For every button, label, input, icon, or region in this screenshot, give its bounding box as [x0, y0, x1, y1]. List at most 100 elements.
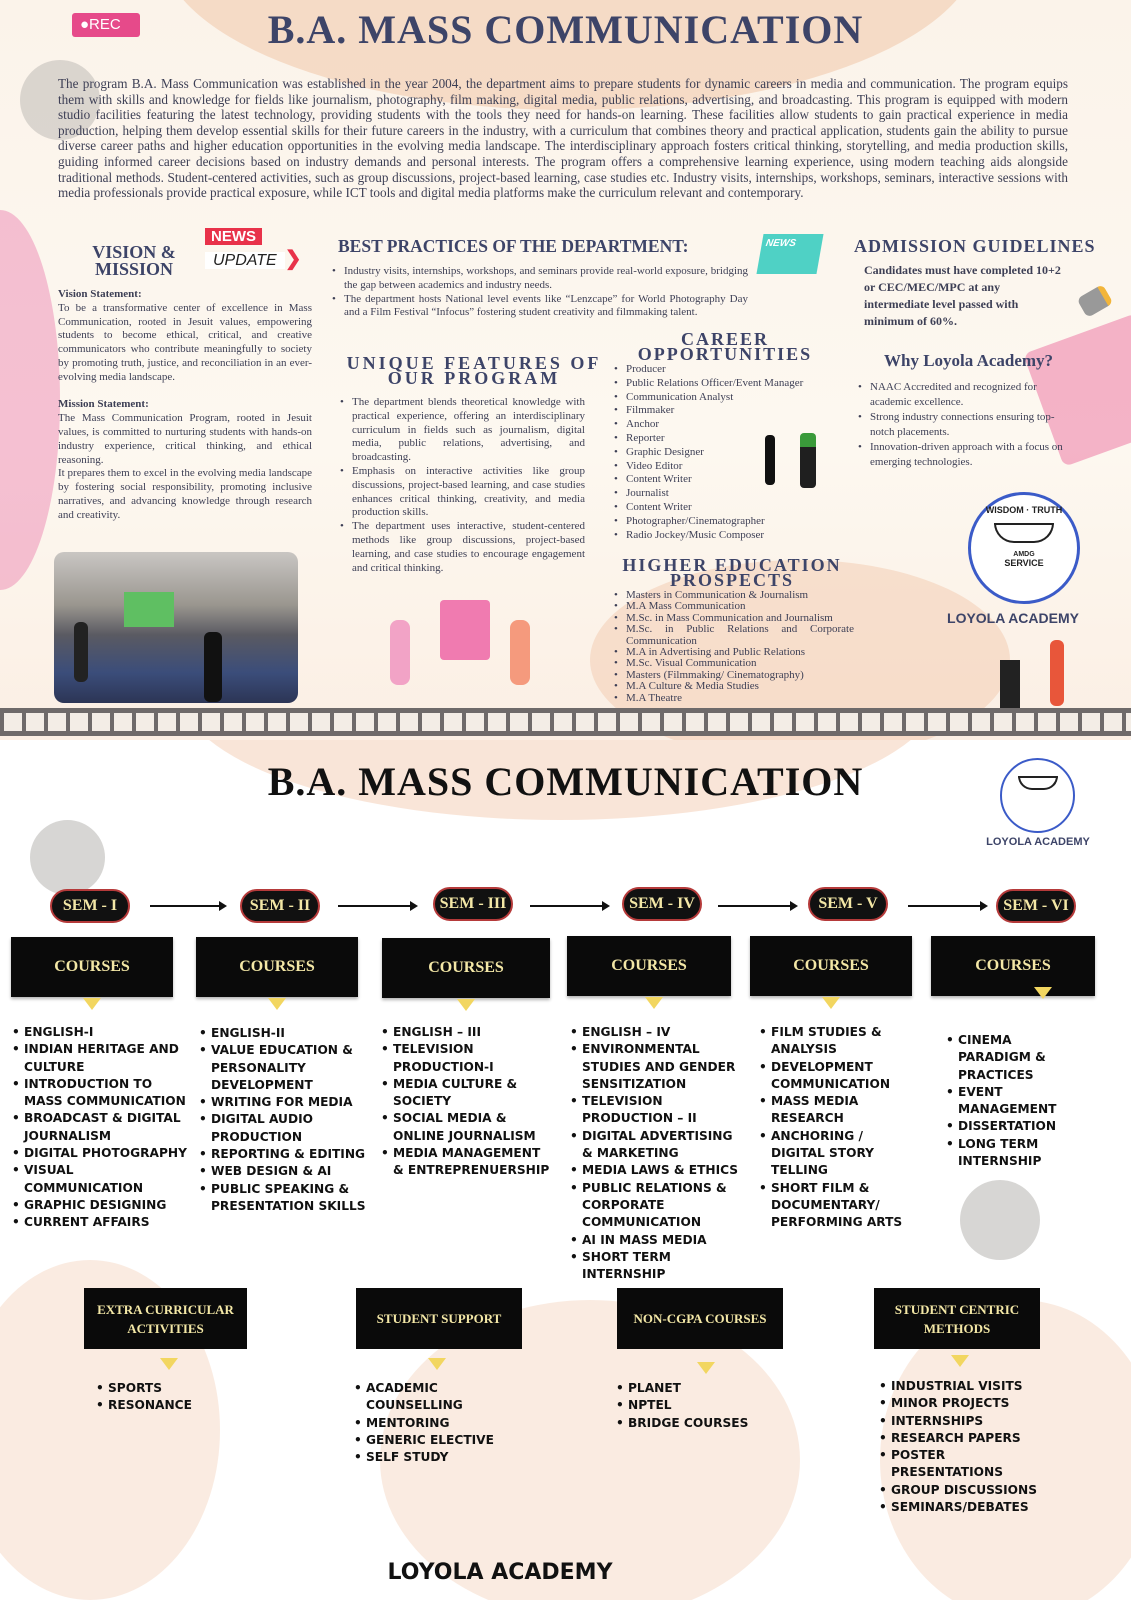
decor-megaphone — [0, 210, 60, 590]
mission-statement-1: The Mass Communication Program, rooted i… — [58, 412, 312, 466]
reporter-figure — [765, 435, 775, 485]
heading-line: CAREER — [680, 329, 769, 349]
list-item: MENTORING — [354, 1415, 514, 1433]
student-centric-box: STUDENT CENTRIC METHODS — [874, 1288, 1040, 1349]
semester-pill-1: SEM - I — [50, 889, 130, 923]
mission-label: Mission Statement: — [58, 398, 149, 411]
course-item: VALUE EDUCATION & PERSONALITY DEVELOPMEN… — [199, 1042, 371, 1094]
news-illustration — [390, 600, 540, 690]
arrow-right-icon — [530, 901, 610, 911]
college-name-small: LOYOLA ACADEMY — [986, 836, 1090, 848]
course-item: ENGLISH-I — [12, 1024, 192, 1042]
course-item: FILM STUDIES & ANALYSIS — [759, 1024, 909, 1059]
list-item: BRIDGE COURSES — [616, 1415, 766, 1433]
career-list: Producer Public Relations Officer/Event … — [614, 363, 822, 542]
list-item: Innovation-driven approach with a focus … — [858, 440, 1068, 470]
list-item: The department hosts National level even… — [332, 293, 748, 321]
courses-box-2: COURSES — [196, 937, 358, 997]
list-item: INTERNSHIPS — [879, 1413, 1039, 1431]
course-item: LONG TERM INTERNSHIP — [946, 1136, 1066, 1171]
list-item: SELF STUDY — [354, 1449, 514, 1467]
seal-emblem — [1017, 776, 1058, 790]
film-strip-divider — [0, 708, 1131, 736]
list-item: M.Sc. in Mass Communication and Journali… — [614, 612, 854, 625]
list-item: Radio Jockey/Music Composer — [614, 529, 822, 543]
course-item: CINEMA PARADIGM & PRACTICES — [946, 1032, 1066, 1084]
list-item: Anchor — [614, 418, 822, 432]
list-item: M.Sc. Visual Communication — [614, 658, 854, 671]
triangle-down-icon — [645, 997, 663, 1009]
triangle-down-icon — [428, 1358, 446, 1370]
vision-label: Vision Statement: — [58, 288, 142, 300]
list-item: M.A in Advertising and Public Relations — [614, 646, 854, 659]
course-item: MEDIA CULTURE & SOCIETY — [381, 1076, 553, 1111]
course-item: CURRENT AFFAIRS — [12, 1214, 192, 1232]
chevron-right-icon: ❯ — [284, 248, 302, 270]
list-item: MINOR PROJECTS — [879, 1395, 1039, 1413]
course-item: TELEVISION PRODUCTION – II — [570, 1093, 745, 1128]
triangle-down-icon — [160, 1358, 178, 1370]
course-item: ENGLISH – IV — [570, 1024, 745, 1042]
list-item: Industry visits, internships, workshops,… — [332, 265, 748, 293]
sem5-course-list: FILM STUDIES & ANALYSIS DEVELOPMENT COMM… — [759, 1024, 909, 1232]
course-item: SHORT TERM INTERNSHIP — [570, 1249, 745, 1284]
course-item: VISUAL COMMUNICATION — [12, 1162, 192, 1197]
page-title: B.A. MASS COMMUNICATION — [267, 7, 864, 52]
why-loyola-list: NAAC Accredited and recognized for acade… — [858, 380, 1068, 470]
list-item: Video Editor — [614, 460, 822, 474]
list-item: Content Writer — [614, 501, 822, 515]
semester-pill-2: SEM - II — [240, 889, 320, 923]
course-item: MEDIA MANAGEMENT & ENTREPRENUERSHIP — [381, 1145, 553, 1180]
triangle-down-icon — [268, 998, 286, 1010]
list-item: GROUP DISCUSSIONS — [879, 1482, 1039, 1500]
admission-text: Candidates must have completed 10+2 or C… — [864, 263, 1061, 328]
list-item: ACADEMIC COUNSELLING — [354, 1380, 514, 1415]
list-item: Masters (Filmmaking/ Cinematography) — [614, 669, 854, 682]
rec-badge: ●REC — [72, 13, 140, 37]
student-support-box: STUDENT SUPPORT — [356, 1288, 522, 1349]
vision-statement: To be a transformative center of excelle… — [58, 301, 312, 383]
seal-text: WISDOM — [985, 505, 1024, 515]
heading-line: UNIQUE FEATURES OF — [346, 353, 602, 373]
studio-photo — [54, 552, 298, 703]
non-cgpa-box: NON-CGPA COURSES — [617, 1288, 783, 1349]
course-item: DEVELOPMENT COMMUNICATION — [759, 1059, 909, 1094]
seal-book: AMDG — [1013, 551, 1035, 558]
course-item: DIGITAL ADVERTISING & MARKETING — [570, 1128, 745, 1163]
list-item: NPTEL — [616, 1397, 766, 1415]
person-figure — [74, 622, 88, 682]
triangle-down-icon — [457, 999, 475, 1011]
course-item: DIGITAL AUDIO PRODUCTION — [199, 1111, 371, 1146]
course-item: ANCHORING / DIGITAL STORY TELLING — [759, 1128, 909, 1180]
heading-line: HIGHER EDUCATION — [622, 555, 842, 575]
semester-pill-5: SEM - V — [808, 887, 888, 921]
course-item: PUBLIC RELATIONS & CORPORATE COMMUNICATI… — [570, 1180, 745, 1232]
list-item: INDUSTRIAL VISITS — [879, 1378, 1039, 1396]
list-item: Public Relations Officer/Event Manager — [614, 377, 822, 391]
vision-mission-text: Vision Statement: To be a transformative… — [58, 288, 312, 523]
non-cgpa-list: PLANET NPTEL BRIDGE COURSES — [616, 1380, 766, 1432]
list-item: The department blends theoretical knowle… — [340, 396, 585, 465]
sem3-course-list: ENGLISH – III TELEVISION PRODUCTION-I ME… — [381, 1024, 553, 1180]
why-loyola-heading: Why Loyola Academy? — [884, 351, 1054, 370]
best-practices-list: Industry visits, internships, workshops,… — [332, 265, 748, 320]
list-item: M.Sc. in Public Relations and Corporate … — [614, 624, 854, 647]
seal-text: SERVICE — [1004, 558, 1044, 568]
sem4-course-list: ENGLISH – IV ENVIRONMENTAL STUDIES AND G… — [570, 1024, 745, 1283]
list-item: Communication Analyst — [614, 391, 822, 405]
courses-box-1: COURSES — [11, 937, 173, 997]
arrow-right-icon — [150, 901, 227, 911]
heading-line: PROSPECTS — [669, 570, 795, 590]
list-item: RESONANCE — [96, 1397, 246, 1415]
update-label: UPDATE — [205, 252, 285, 269]
speaker-figure — [1050, 640, 1064, 706]
camera-operator-figure — [204, 632, 222, 702]
footer-college-name: LOYOLA ACADEMY — [387, 1560, 613, 1585]
course-item: INTRODUCTION TO MASS COMMUNICATION — [12, 1076, 192, 1111]
list-item: Emphasis on interactive activities like … — [340, 465, 585, 520]
extra-curricular-box: EXTRA CURRICULAR ACTIVITIES — [84, 1288, 247, 1349]
newspaper-icon — [440, 600, 490, 660]
course-item: SOCIAL MEDIA & ONLINE JOURNALISM — [381, 1110, 553, 1145]
